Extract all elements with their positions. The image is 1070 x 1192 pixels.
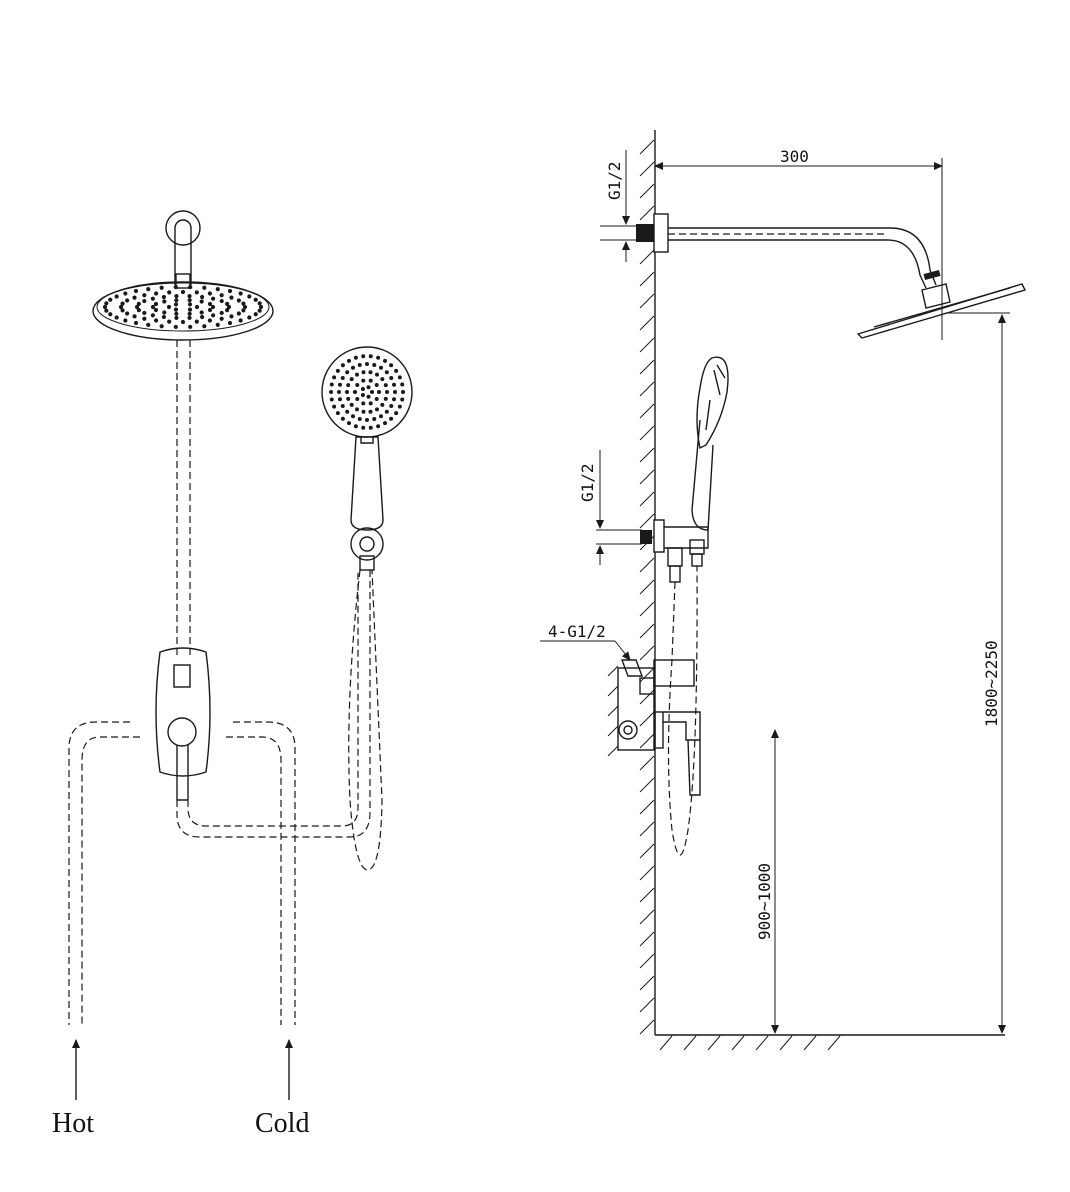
shower-arm-flange-front: [165, 210, 201, 289]
shower-arm-side: [636, 213, 951, 309]
top-inlet-label: G1/2: [605, 161, 624, 200]
valve-ports-callout: 4-G1/2: [540, 622, 631, 661]
valve-height-dimension: 900~1000: [755, 729, 779, 1034]
rain-head-nozzles: [102, 284, 264, 330]
valve-ports-label: 4-G1/2: [548, 622, 606, 641]
hand-shower-side: [640, 356, 729, 583]
hot-label: Hot: [52, 1108, 94, 1139]
arm-length-dimension: 300: [654, 147, 943, 340]
rain-shower-head-front: [92, 281, 274, 341]
hose-loop-side: [667, 565, 698, 856]
wall-section: [639, 130, 1005, 1051]
handheld-inlet-label: G1/2: [578, 463, 597, 502]
mixer-valve-plate-front: [155, 647, 211, 801]
front-view: Hot Cold: [52, 210, 413, 1139]
arm-length-value: 300: [780, 147, 809, 166]
hot-supply-pipe: [68, 721, 140, 1025]
hand-shower-nozzles: [329, 354, 405, 430]
hand-shower-front: [321, 346, 413, 571]
valve-height-value: 900~1000: [755, 863, 774, 940]
top-inlet-dimension: G1/2: [600, 150, 640, 262]
side-view: 300 G1/2: [540, 130, 1027, 1051]
head-height-value: 1800~2250: [982, 640, 1001, 727]
handheld-inlet-dimension: G1/2: [578, 450, 642, 565]
head-height-dimension: 1800~2250: [945, 312, 1010, 1034]
diverter-outlet-pipe: [176, 570, 371, 838]
cold-supply-pipe: [226, 721, 296, 1025]
cold-label: Cold: [255, 1108, 309, 1139]
hose-loop-front: [348, 569, 383, 871]
riser-pipe-front: [176, 340, 191, 655]
mixer-valve-body-side: [607, 659, 701, 796]
